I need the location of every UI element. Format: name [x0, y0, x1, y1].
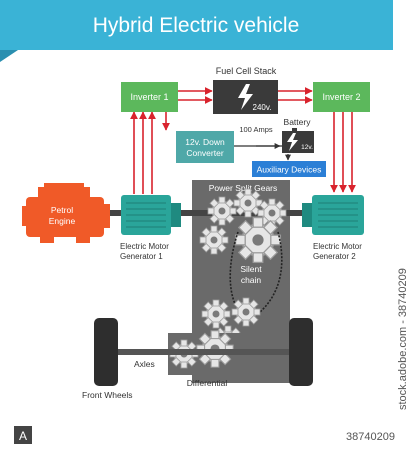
- auxiliary-devices-box: [252, 161, 326, 177]
- fuel-cell-voltage: 240v.: [253, 103, 272, 112]
- motor-generator-2-label-1: Electric Motor: [313, 242, 362, 251]
- down-converter-label-1: 12v. Down: [185, 137, 225, 147]
- motor-generator-1: [121, 195, 181, 235]
- silent-chain-label-2: chain: [241, 275, 262, 285]
- vertical-watermark-text: stock.adobe.com - 38740209: [397, 268, 409, 410]
- down-converter-box: [176, 131, 234, 163]
- silent-chain-label-1: Silent: [240, 264, 262, 274]
- inverter-1-box: [121, 82, 178, 112]
- silent-chain: [229, 231, 283, 313]
- motor-generator-1-label-1: Electric Motor: [120, 242, 169, 251]
- watermark-a-logo: [14, 426, 32, 444]
- battery-label: Battery: [284, 117, 312, 127]
- power-split-gears-label: Power Split Gears: [209, 183, 278, 193]
- diagram-title: Hybrid Electric vehicle: [93, 14, 300, 37]
- inverter-2-label: Inverter 2: [322, 92, 360, 102]
- front-wheel-left: [94, 318, 118, 386]
- motor-generator-1-label-2: Generator 1: [120, 252, 163, 261]
- inverter-1-label: Inverter 1: [130, 92, 168, 102]
- low-voltage-connections: [234, 143, 291, 161]
- watermark-strip: A 38740209: [0, 420, 411, 450]
- battery-voltage: 12v.: [301, 144, 313, 151]
- inverter-2-box: [313, 82, 370, 112]
- amps-label: 100 Amps: [239, 125, 273, 134]
- petrol-engine: [22, 183, 110, 243]
- motor-generator-2: [302, 195, 364, 235]
- watermark-a-letter: A: [19, 429, 27, 443]
- power-connections: [130, 87, 356, 194]
- axles-label: Axles: [134, 359, 155, 369]
- header-corner-left: [0, 50, 18, 62]
- motor-generator-2-label-2: Generator 2: [313, 252, 356, 261]
- watermark-image-id: 38740209: [346, 431, 395, 443]
- front-axle: [110, 349, 295, 355]
- lightning-icon: [238, 84, 253, 110]
- vertical-watermark: stock.adobe.com - 38740209: [393, 0, 411, 420]
- battery-terminal: [292, 128, 297, 131]
- differential-label: Differential: [187, 378, 228, 388]
- fuel-cell-stack-label: Fuel Cell Stack: [216, 66, 277, 76]
- large-gear: [234, 216, 282, 264]
- auxiliary-devices-label: Auxiliary Devices: [257, 165, 322, 175]
- battery-box: [282, 131, 314, 153]
- header-banner: [0, 0, 393, 50]
- petrol-engine-label-1: Petrol: [51, 205, 73, 215]
- petrol-engine-label-2: Engine: [49, 216, 76, 226]
- front-wheels-label: Front Wheels: [82, 390, 133, 400]
- down-converter-label-2: Converter: [186, 148, 223, 158]
- battery-lightning-icon: [287, 133, 298, 151]
- front-wheel-right: [289, 318, 313, 386]
